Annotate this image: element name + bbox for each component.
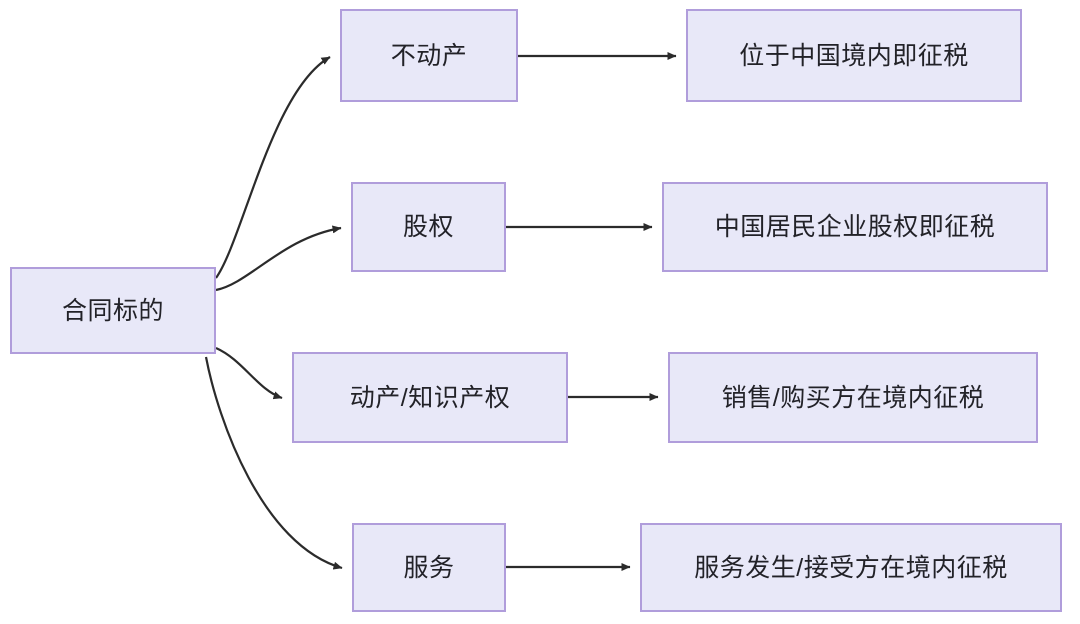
node-result-gu-quan-label: 中国居民企业股权即征税 — [714, 213, 996, 241]
node-category-bu-dong-chan-label: 不动产 — [390, 41, 468, 70]
node-category-dong-chan-zhi-shi-chan-quan-label: 动产/知识产权 — [349, 383, 511, 412]
edge-root-to-category-1 — [215, 56, 331, 279]
node-root-label: 合同标的 — [61, 296, 164, 325]
node-result-fu-wu-label: 服务发生/接受方在境内征税 — [694, 553, 1008, 582]
node-category-dong-chan-zhi-shi-chan-quan[interactable]: 动产/知识产权 — [292, 352, 568, 443]
node-category-fu-wu[interactable]: 服务 — [352, 523, 506, 612]
edge-root-to-category-2 — [215, 225, 342, 292]
node-result-dong-chan-zhi-shi-chan-quan-label: 销售/购买方在境内征税 — [721, 383, 985, 412]
node-result-bu-dong-chan-label: 位于中国境内即征税 — [739, 41, 969, 70]
node-result-dong-chan-zhi-shi-chan-quan[interactable]: 销售/购买方在境内征税 — [668, 352, 1038, 443]
node-category-fu-wu-label: 服务 — [403, 553, 455, 582]
node-result-fu-wu[interactable]: 服务发生/接受方在境内征税 — [640, 523, 1062, 612]
node-category-bu-dong-chan[interactable]: 不动产 — [340, 9, 518, 102]
node-result-bu-dong-chan[interactable]: 位于中国境内即征税 — [686, 9, 1022, 102]
node-category-gu-quan[interactable]: 股权 — [351, 182, 506, 272]
node-category-gu-quan-label: 股权 — [402, 213, 454, 241]
node-root[interactable]: 合同标的 — [10, 267, 216, 354]
node-result-gu-quan[interactable]: 中国居民企业股权即征税 — [662, 182, 1048, 272]
edge-root-to-category-3 — [215, 346, 283, 400]
